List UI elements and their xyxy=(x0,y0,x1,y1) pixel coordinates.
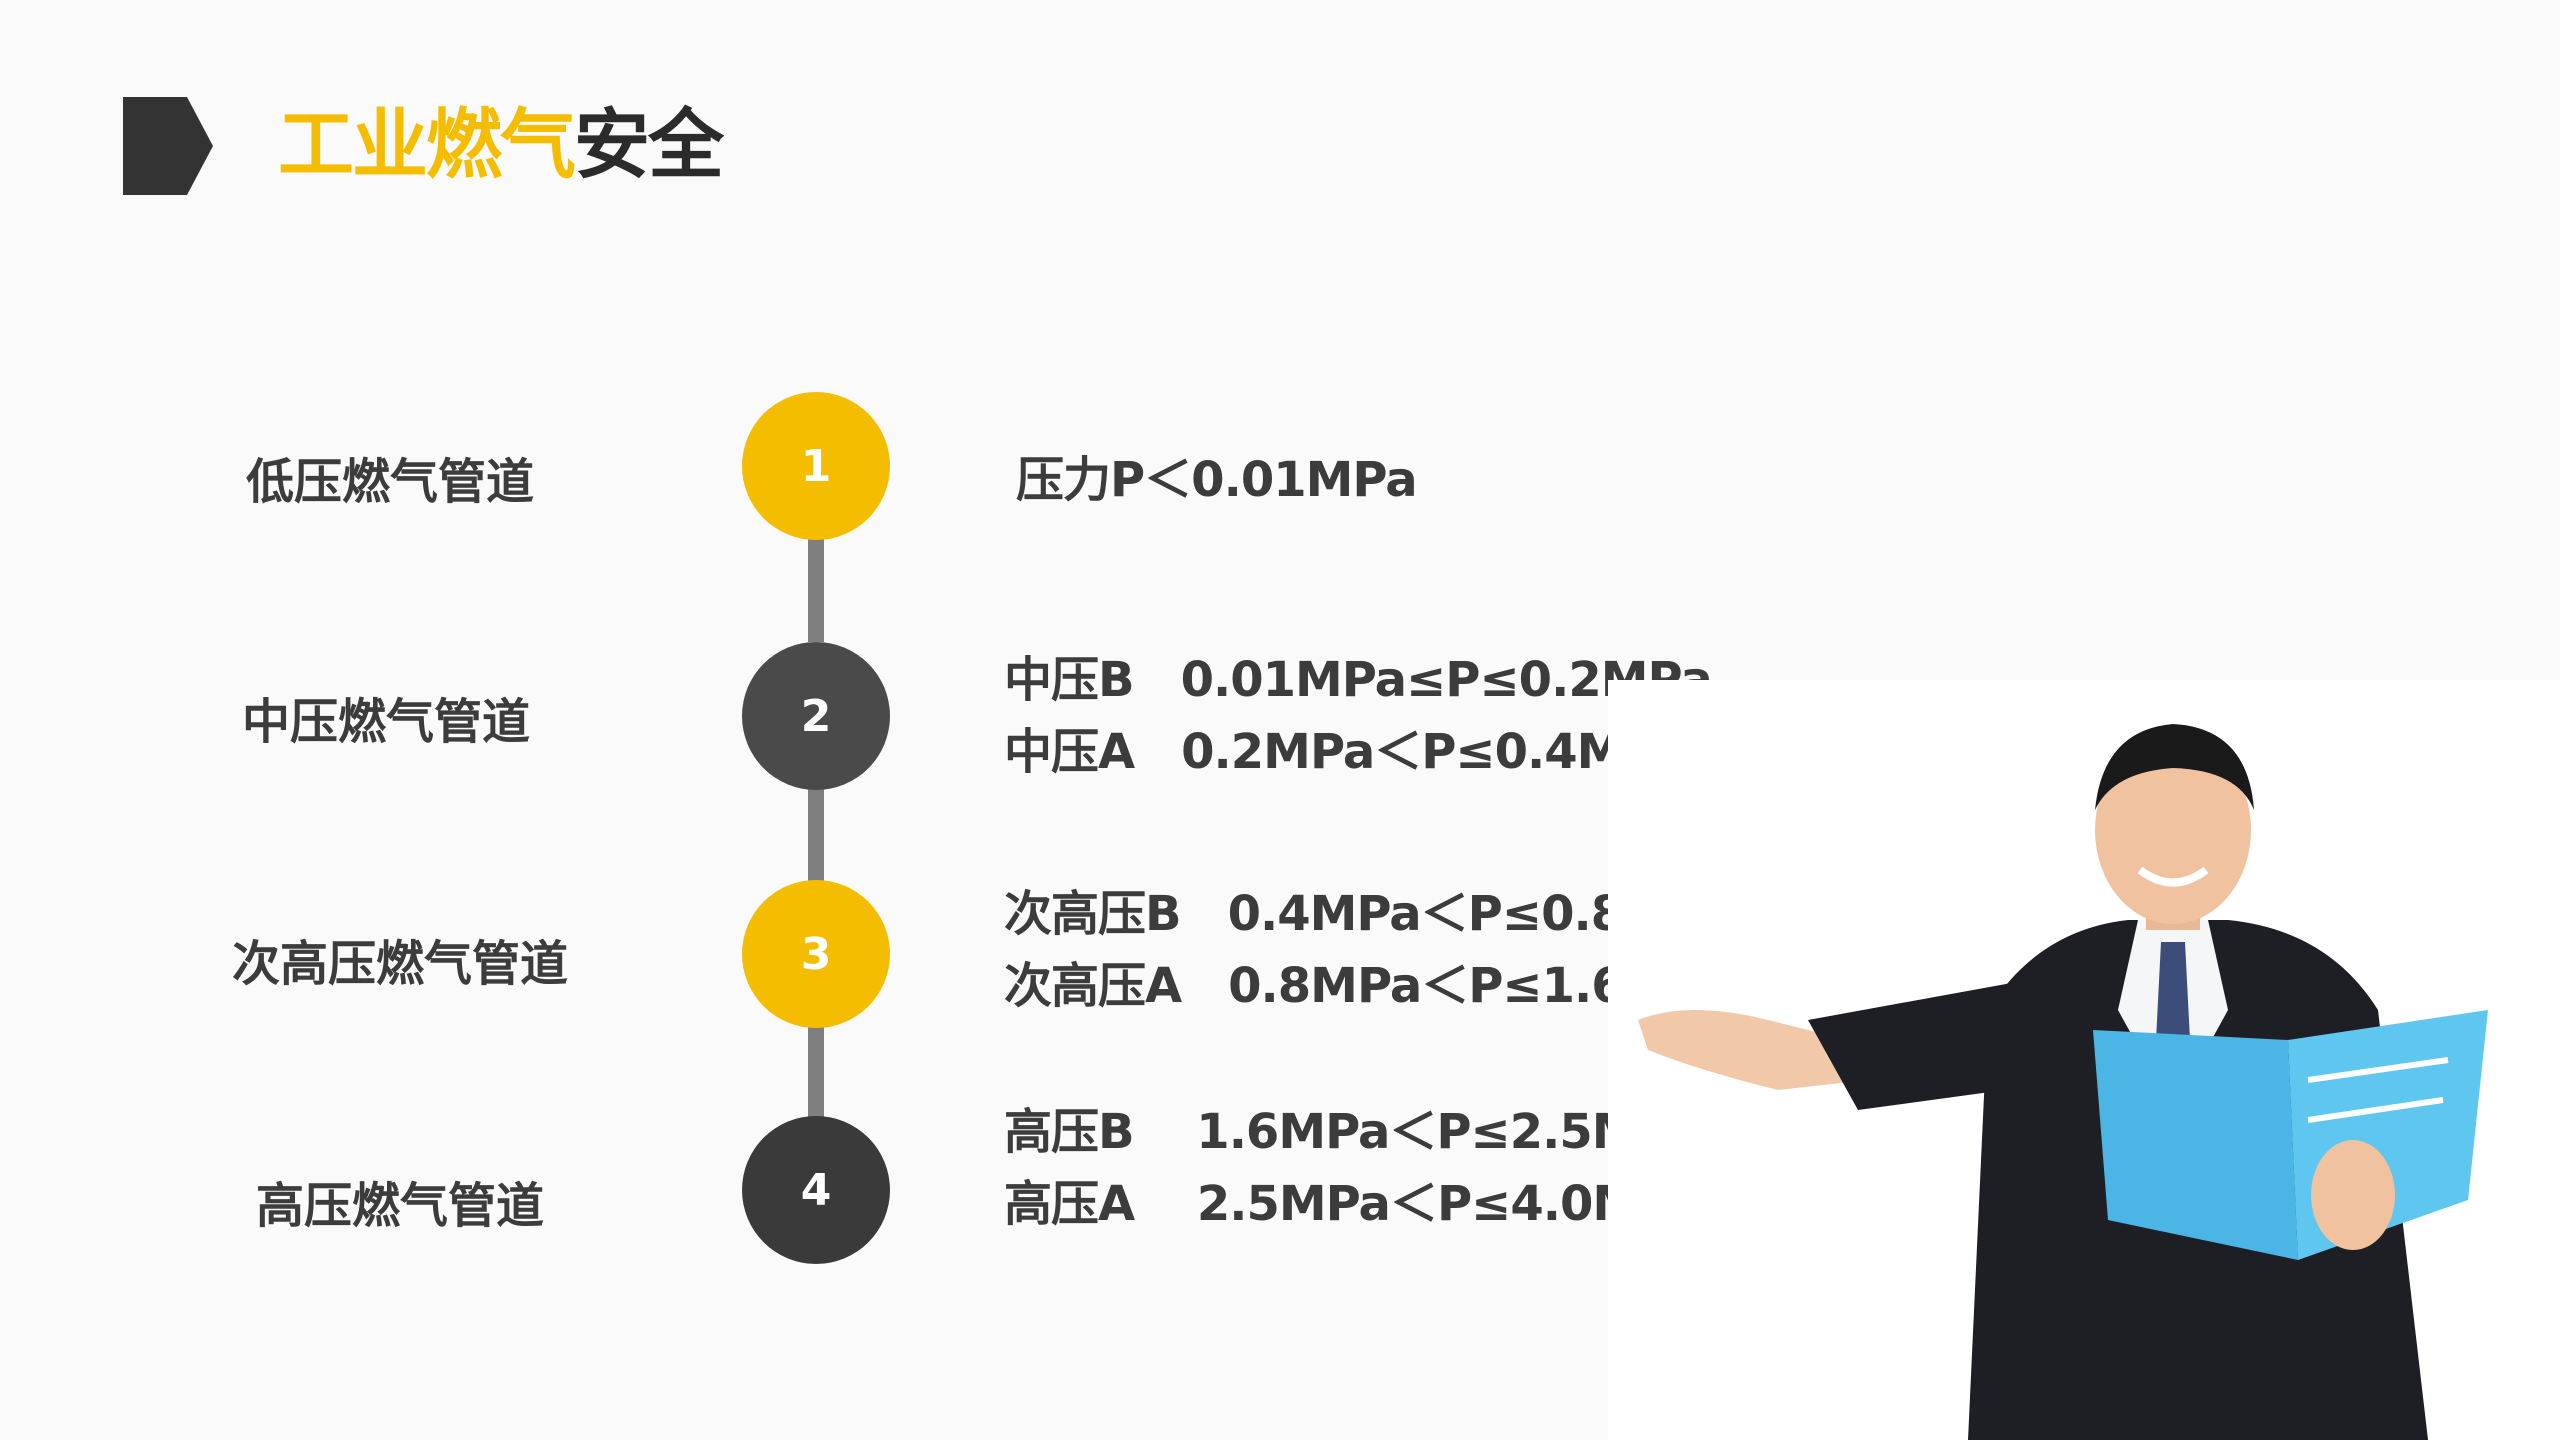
step-label-high-pressure: 高压燃气管道 xyxy=(256,1178,545,1234)
step-2-desc-line-b: 中压B 0.01MPa≤P≤0.2MPa xyxy=(1004,652,1713,708)
step-label-sub-high-pressure: 次高压燃气管道 xyxy=(232,936,569,992)
timeline-connector xyxy=(808,1022,824,1122)
step-2-desc-line-a: 中压A 0.2MPa＜P≤0.4MPA xyxy=(1004,724,1690,780)
step-1-desc-line: 压力P＜0.01MPa xyxy=(1016,452,1418,508)
step-number: 4 xyxy=(800,1164,832,1216)
step-4-desc-line-a: 高压A 2.5MPa＜P≤4.0MPa xyxy=(1004,1176,1704,1232)
page-title: 工业燃气安全 xyxy=(278,100,724,190)
step-number: 3 xyxy=(800,928,832,980)
step-label-medium-pressure: 中压燃气管道 xyxy=(242,694,531,750)
step-number: 1 xyxy=(800,440,832,492)
timeline-connector xyxy=(808,534,824,642)
step-circle-2: 2 xyxy=(742,642,890,790)
presenter-with-folder-icon xyxy=(1608,680,2560,1440)
step-label-low-pressure: 低压燃气管道 xyxy=(246,454,535,510)
step-circle-1: 1 xyxy=(742,392,890,540)
timeline-connector xyxy=(808,788,824,886)
step-circle-3: 3 xyxy=(742,880,890,1028)
page-title-accent: 工业燃气 xyxy=(278,100,576,189)
page-title-rest: 安全 xyxy=(574,100,724,189)
title-chevron-icon xyxy=(123,97,213,195)
step-4-desc-line-b: 高压B 1.6MPa＜P≤2.5MPa xyxy=(1004,1104,1704,1160)
step-number: 2 xyxy=(800,690,832,742)
presenter-photo xyxy=(1608,680,2560,1440)
step-circle-4: 4 xyxy=(742,1116,890,1264)
